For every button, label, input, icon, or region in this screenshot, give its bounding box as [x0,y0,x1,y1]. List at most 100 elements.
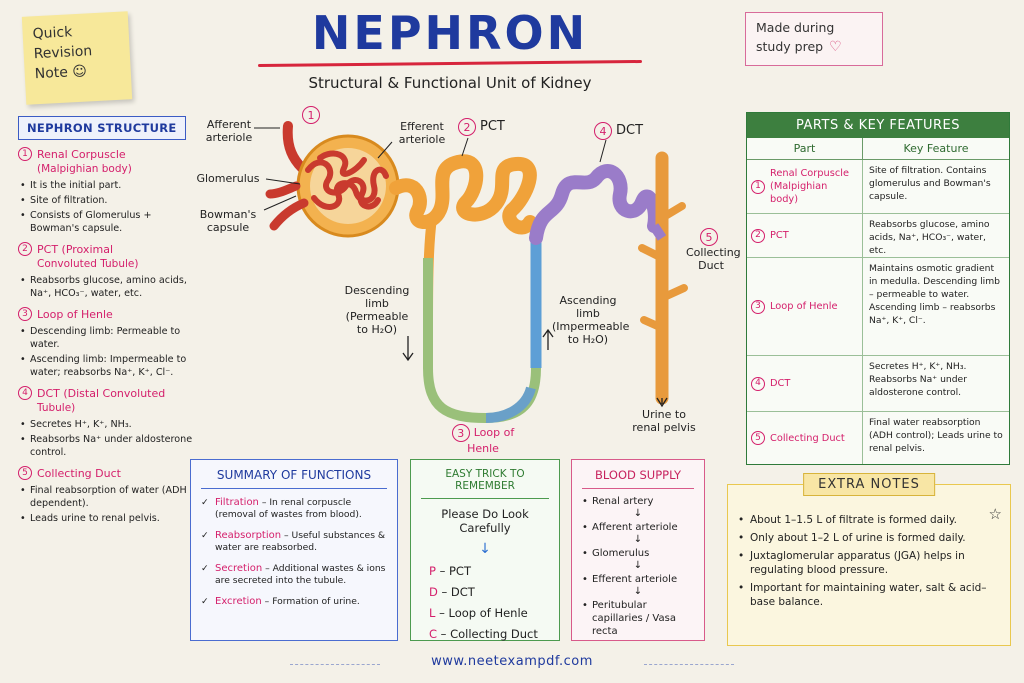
structure-bullet: Site of filtration. [18,194,196,207]
structure-bullet: Reabsorbs glucose, amino acids, Na⁺, HCO… [18,274,196,300]
trick-letter: C [429,627,438,641]
label-efferent-arteriole: Efferent arteriole [392,120,452,146]
structure-bullet: Ascending limb: Impermeable to water; re… [18,353,196,379]
summary-text: – In renal corpuscle (removal of wastes … [215,497,362,520]
extra-note-item: Only about 1–2 L of urine is formed dail… [738,531,1000,545]
extra-note-item: About 1–1.5 L of filtrate is formed dail… [738,513,1000,527]
trick-row: P – PCT [429,564,549,578]
structure-bullet: Descending limb: Permeable to water. [18,325,196,351]
number-badge: 2 [751,228,765,243]
label-number-1: 1 [302,106,324,124]
glomerulus-shape [305,150,389,210]
dct-shape [529,164,662,245]
quick-revision-sticky-note: Quick Revision Note ☺ [21,11,133,105]
table-cell-part: PCT [770,230,789,241]
summary-item: Filtration – In renal corpuscle (removal… [201,497,387,521]
label-urine: Urine to renal pelvis [628,408,700,434]
summary-item: Excretion – Formation of urine. [201,596,387,608]
summary-text: – Useful substances & water are reabsorb… [215,530,386,553]
structure-bullet: It is the initial part. [18,179,196,192]
collecting-text: Collecting Duct [686,246,741,272]
page-title: NEPHRON [311,6,589,60]
structure-bullet: Final reabsorption of water (ADH depende… [18,484,196,510]
number-badge: 3 [451,424,470,442]
title-underline [257,59,643,68]
nephron-structure-heading: NEPHRON STRUCTURE [18,116,186,140]
urine-text: Urine to renal pelvis [632,408,696,434]
label-descending-limb: Descending limb (Permeable to H₂O) [344,284,410,336]
number-badge: 4 [594,122,612,140]
afferent-text: Afferent arteriole [205,118,253,144]
trick-letter: P [429,564,436,578]
summary-key: Excretion [215,596,262,607]
efferent-arteriole-shape [269,198,309,231]
efferent-text: Efferent arteriole [398,120,446,146]
structure-bullet: Secretes H⁺, K⁺, NH₃. [18,418,196,431]
trick-heading: EASY TRICK TO REMEMBER [421,468,549,499]
summary-item: Reabsorption – Useful substances & water… [201,530,387,554]
pct-shape [389,154,537,235]
summary-key: Filtration [215,497,259,508]
structure-item-renal-corpuscle: 1 Renal Corpuscle (Malpighian body) It is… [18,147,196,235]
table-cell-part: DCT [770,378,791,389]
bowman-text: Bowman's capsule [199,208,257,234]
ascending-text: Ascending limb (Impermeable to H₂O) [552,294,630,346]
trick-text: – Loop of Henle [435,606,528,620]
trick-text: – Collecting Duct [437,627,538,641]
structure-bullet: Leads urine to renal pelvis. [18,512,196,525]
column-header-feature: Key Feature [903,142,969,155]
structure-title: PCT (Proximal [37,243,114,256]
blood-item: Peritubular capillaries / Vasa recta [582,599,694,638]
table-cell-feature: Reabsorbs glucose, amino acids, Na⁺, HCO… [869,219,990,256]
summary-of-functions-box: SUMMARY OF FUNCTIONS Filtration – In ren… [190,459,398,641]
down-arrow-icon: ↓ [633,508,643,519]
number-badge: 5 [751,431,765,445]
footer-divider-left [290,664,380,665]
blood-item: Renal artery [582,495,694,508]
structure-title: Renal Corpuscle [37,148,126,161]
number-badge: 1 [302,106,320,124]
label-bowmans-capsule: Bowman's capsule [196,208,260,234]
trick-row: D – DCT [429,585,549,599]
footer-website-link[interactable]: www.neetexampdf.com [431,654,593,669]
summary-item: Secretion – Additional wastes & ions are… [201,563,387,587]
structure-subtitle: (Malpighian body) [37,163,132,175]
number-badge: 1 [18,147,32,161]
table-header-row: Part Key Feature [747,138,1009,160]
blood-supply-box: BLOOD SUPPLY Renal artery ↓ Afferent art… [571,459,705,641]
down-arrow-icon: ↓ [633,586,643,597]
heart-icon: ♡ [829,39,842,55]
label-glomerulus: Glomerulus [196,172,260,185]
column-header-part: Part [747,138,863,159]
trick-letter: D [429,585,438,599]
made-during-note: Made during study prep♡ [745,12,883,66]
nephron-illustration [254,121,688,424]
blood-item: Efferent arteriole [582,573,694,586]
trick-row: C – Collecting Duct [429,627,549,641]
dct-text: DCT [616,123,644,138]
down-arrow-icon [402,336,414,362]
label-ascending-limb: Ascending limb (Impermeable to H₂O) [552,294,629,346]
trick-text: – DCT [437,585,475,599]
up-arrow-icon [542,328,554,350]
table-cell-feature: Site of filtration. Contains glomerulus … [869,165,991,202]
number-badge: 1 [751,179,765,194]
blood-item: Afferent arteriole [582,521,694,534]
page-subtitle: Structural & Functional Unit of Kidney [308,74,592,92]
summary-text: – Additional wastes & ions are secreted … [215,563,386,586]
number-badge: 5 [700,228,718,246]
sticky-line-3: Note ☺ [34,63,88,83]
loop-of-henle-shape [423,248,541,424]
trick-text: – PCT [435,564,471,578]
descending-text: Descending limb (Permeable to H₂O) [344,284,410,336]
table-cell-feature: Secretes H⁺, K⁺, NH₃. Reabsorbs Na⁺ unde… [869,361,967,398]
